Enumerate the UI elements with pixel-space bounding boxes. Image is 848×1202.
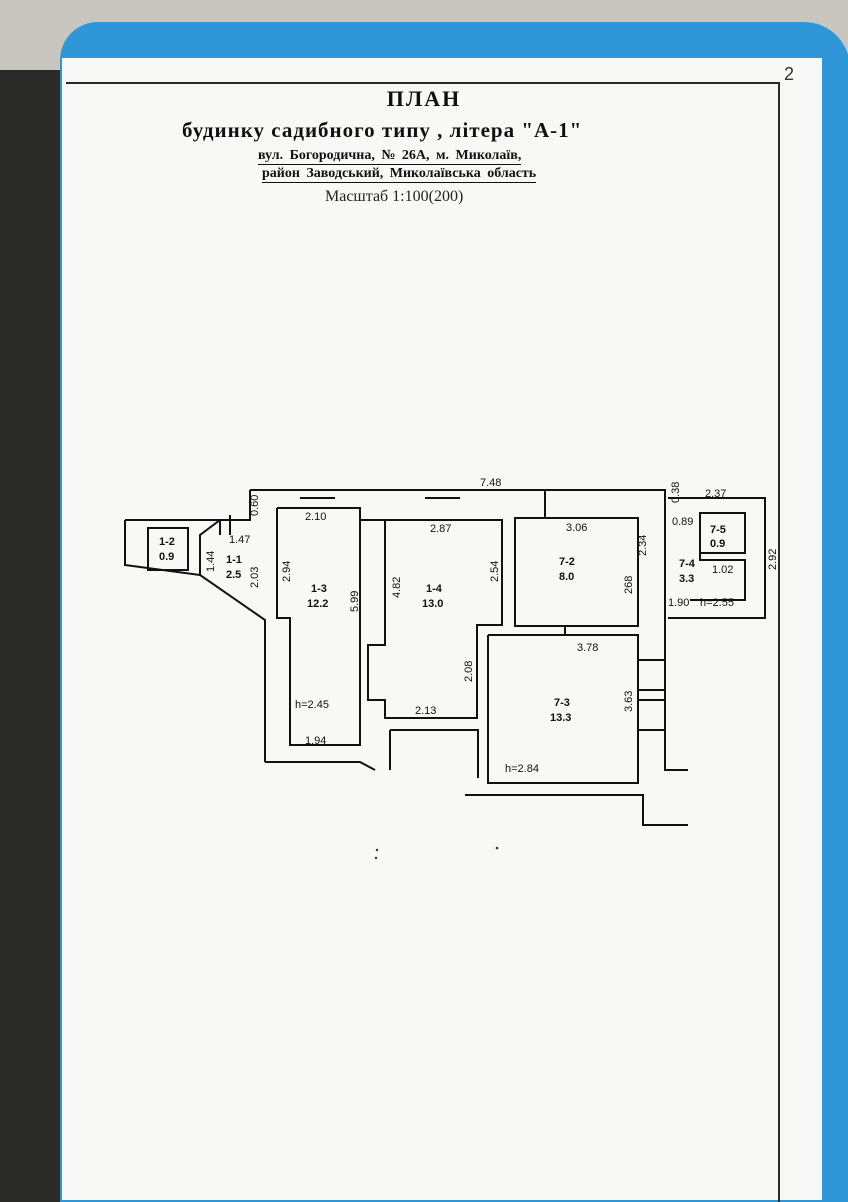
walls [124,489,766,826]
room-area: 2.5 [226,569,241,581]
dimension: 2.13 [415,705,436,717]
scale-label: Масштаб 1:100(200) [325,188,464,205]
dimension: 2.10 [305,511,326,523]
dimension: 2.87 [430,523,451,535]
room-area: 8.0 [559,571,574,583]
dimension: 1.94 [305,735,326,747]
page-number: 2 [784,64,795,84]
dimension: 7.48 [480,477,501,489]
room-labels: 1-2 0.9 1-1 2.5 1-3 12.2 1-4 13.0 7-2 8.… [159,524,726,724]
ceiling-height: h=2.45 [295,699,329,711]
dimension: 3.63 [623,691,635,712]
room-area: 0.9 [159,551,174,563]
dimension: 0.89 [672,516,693,528]
room-id: 1-4 [426,583,443,595]
plan-title: ПЛАН [386,86,462,111]
dimension: 0.60 [249,495,261,516]
scan-dots [374,846,499,860]
dimension: 1.90 [668,597,689,609]
dimension: 2.34 [637,535,649,556]
room-area: 13.0 [422,598,443,610]
dimension: 2.03 [249,567,261,588]
address-line-1: вул. Богородична, № 26А, м. Миколаїв, [258,148,522,165]
room-id: 7-3 [554,697,570,709]
room-id: 7-5 [710,524,726,536]
room-area: 3.3 [679,573,694,585]
dimension: 1.44 [205,551,217,572]
dimension: 2.08 [463,661,475,682]
dimension: 268 [623,576,635,594]
address-line-2: район Заводський, Миколаївська область [262,166,537,183]
dimension-labels: 7.48 0.60 2.10 1.47 1.44 2.03 2.94 5.99 … [205,477,779,747]
room-area: 0.9 [710,538,725,550]
dimension: 3.06 [566,522,587,534]
dimension: 2.37 [705,488,726,500]
ceiling-height: h=2.84 [505,763,539,775]
room-id: 1-2 [159,536,175,548]
room-id: 7-2 [559,556,575,568]
room-id: 1-1 [226,554,242,566]
room-area: 12.2 [307,598,328,610]
plan-subtitle: будинку садибного типу , літера "А-1" [182,118,583,142]
room-area: 13.3 [550,712,571,724]
dimension: 3.78 [577,642,598,654]
height-labels: h=2.45 h=2.84 h=2.55 [295,597,734,775]
dimension: 5.99 [349,591,361,612]
dimension: 1.02 [712,564,733,576]
dimension: 1.47 [229,534,250,546]
room-id: 7-4 [679,558,696,570]
dimension: 4.82 [391,577,403,598]
dimension: 0.38 [670,482,682,503]
dimension: 2.92 [767,549,779,570]
dimension: 2.94 [281,561,293,582]
page-frame [66,82,780,1202]
ceiling-height: h=2.55 [700,597,734,609]
dimension: 2.54 [489,561,501,582]
room-id: 1-3 [311,583,327,595]
document-page [62,58,822,1200]
